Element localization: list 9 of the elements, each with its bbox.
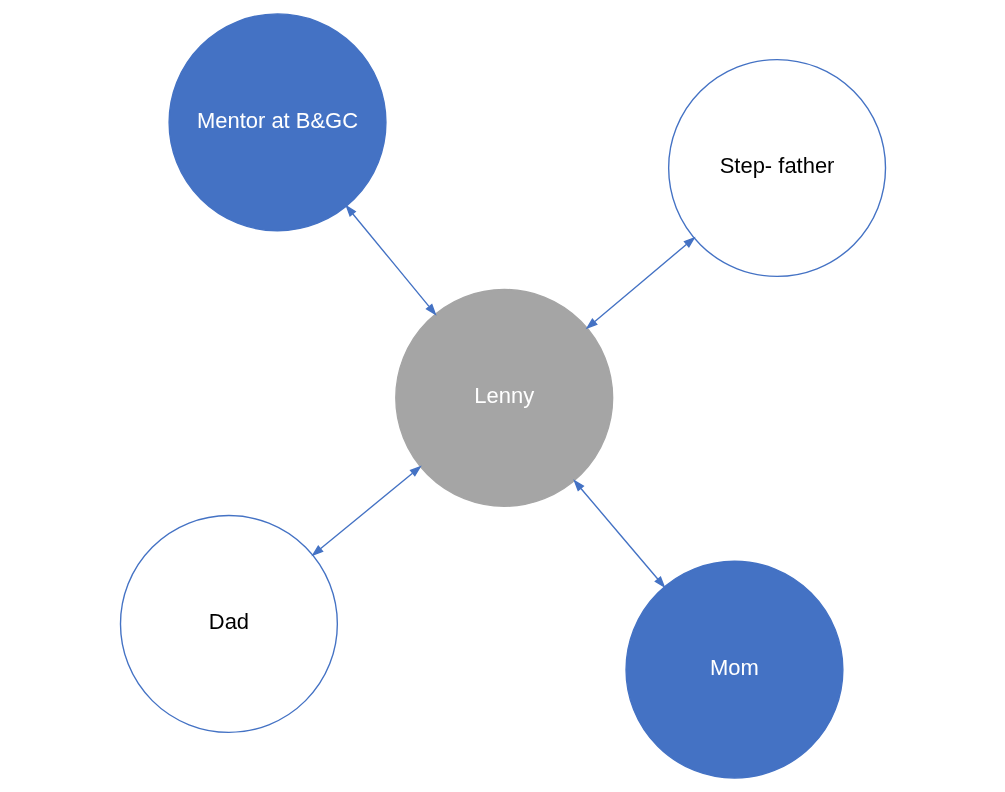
node-circle: Mom	[624, 560, 844, 779]
node-circle: Dad	[119, 514, 338, 734]
node-circle: Lenny	[394, 288, 613, 507]
arrow	[572, 479, 665, 589]
node-circle: Mentor at B&GC	[167, 13, 387, 232]
node-circle: Step- father	[667, 58, 886, 278]
arrow	[585, 236, 696, 330]
arrow	[344, 204, 437, 316]
arrow	[310, 465, 422, 557]
